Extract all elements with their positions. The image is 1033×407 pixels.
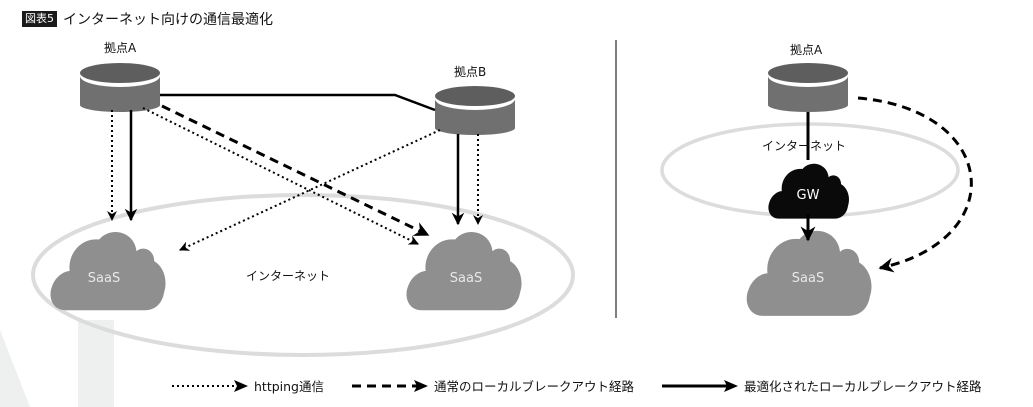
figure-title-text: インターネット向けの通信最適化: [63, 12, 273, 28]
saas-label-right: SaaS: [792, 271, 824, 286]
legend-item-normal-breakout: 通常のローカルブレークアウト経路: [350, 376, 634, 395]
dotted-arrow-icon: [172, 379, 248, 392]
legend: httping通信 通常のローカルブレークアウト経路 最適化されたローカルブレー…: [170, 376, 1008, 395]
wan-link-a-b: [160, 93, 436, 112]
gw-cloud: GW: [768, 163, 850, 219]
internet-ellipse-left: [31, 193, 575, 357]
legend-label-httping: httping通信: [254, 379, 324, 394]
legend-item-httping: httping通信: [170, 376, 324, 395]
legend-item-optimized-breakout: 最適化されたローカルブレークアウト経路: [660, 376, 982, 395]
internet-label-left: インターネット: [246, 269, 330, 283]
legend-label-normal-breakout: 通常のローカルブレークアウト経路: [434, 379, 635, 394]
normal-breakout-arrow-right: [857, 96, 973, 273]
saas-cloud-right: SaaS: [406, 231, 522, 311]
saas-left-label: SaaS: [88, 271, 120, 286]
saas-cloud-gw: SaaS: [746, 230, 872, 316]
site-a-label-left: 拠点A: [104, 41, 137, 55]
normal-breakout-arrow-a: [161, 104, 430, 237]
left-panel: SaaS SaaS インターネット 拠点A 拠点B: [31, 41, 575, 357]
router-site-a-left: 拠点A: [80, 41, 160, 112]
site-a-label-right: 拠点A: [790, 43, 823, 57]
figure-title: 図表5 インターネット向けの通信最適化: [22, 9, 273, 29]
legend-label-optimized-breakout: 最適化されたローカルブレークアウト経路: [744, 379, 982, 394]
right-panel: 拠点A インターネット GW SaaS: [660, 43, 973, 316]
bg-stripe: [78, 320, 114, 407]
bg-wedge: [0, 330, 30, 407]
gw-label: GW: [797, 188, 820, 203]
router-site-a-right: 拠点A: [768, 43, 848, 112]
solid-arrow-icon: [662, 379, 739, 392]
site-b-label: 拠点B: [454, 65, 486, 79]
httping-arrow-a-right: [142, 107, 419, 245]
internet-label-right: インターネット: [762, 139, 846, 153]
dashed-arrow-icon: [352, 379, 428, 392]
saas-right-label: SaaS: [450, 271, 482, 286]
router-site-b: 拠点B: [435, 65, 515, 135]
saas-cloud-left: SaaS: [50, 231, 166, 311]
figure-badge: 図表5: [22, 11, 57, 27]
